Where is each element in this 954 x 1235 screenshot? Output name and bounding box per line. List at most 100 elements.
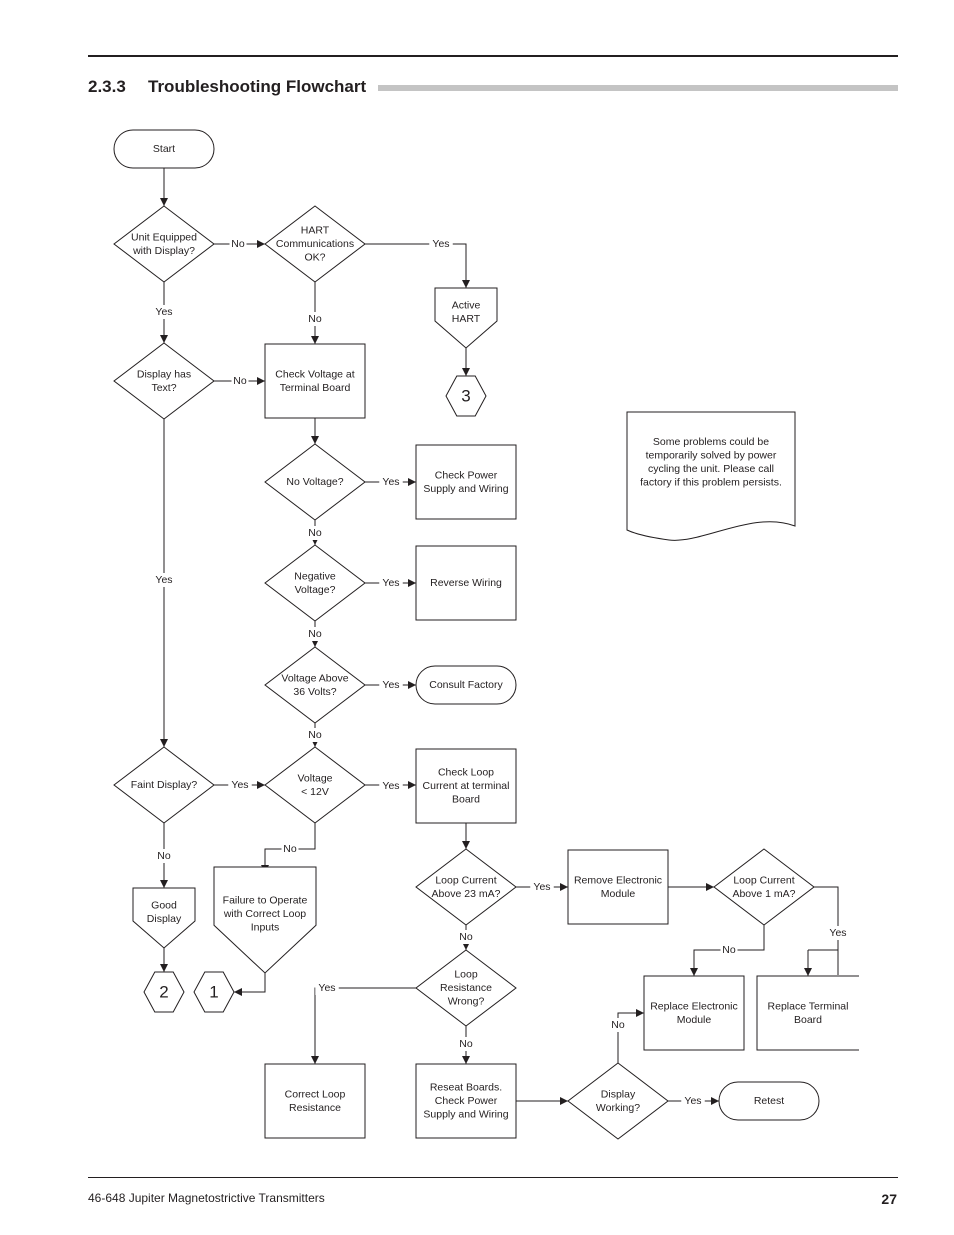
check-loop-label-1: Check Loop <box>438 767 494 779</box>
display-working-label-1: Display <box>601 1088 636 1100</box>
reseat-boards-label-1: Reseat Boards. <box>430 1082 502 1094</box>
edge-label-bg-16 <box>379 779 403 793</box>
retest-shape <box>718 1081 820 1121</box>
correct-loop-label-1: Correct Loop <box>285 1088 346 1100</box>
reverse-wiring-shape <box>415 545 517 621</box>
footer-rule <box>88 1177 898 1178</box>
edge-label-no-27: No <box>722 944 736 956</box>
edge-label-bg-13 <box>306 728 324 742</box>
unit-equipped-shape <box>113 205 215 283</box>
edge-label-yes-12: Yes <box>382 679 399 691</box>
edge-label-bg-24 <box>826 926 850 940</box>
heading-bar <box>378 85 898 91</box>
replace-terminal-label-1: Replace Terminal <box>768 1000 849 1012</box>
edge-label-bg-8 <box>379 475 403 489</box>
display-text-shape <box>113 342 215 420</box>
loop-above23-label-2: Above 23 mA? <box>432 888 501 900</box>
good-display-label-2: Display <box>147 913 182 925</box>
voltage-above-shape <box>264 646 366 724</box>
edge-label-bg-10 <box>379 576 403 590</box>
note-label-3: cycling the unit. Please call <box>648 463 774 475</box>
unit-equipped-label-1: Unit Equipped <box>131 231 197 243</box>
section-number: 2.3.3 <box>88 77 126 96</box>
loop-resistance-shape <box>415 949 517 1027</box>
edge-label-bg-26 <box>457 930 475 944</box>
edge-label-bg-33 <box>681 1094 705 1108</box>
good-display-label-1: Good <box>151 899 177 911</box>
voltage-lt12-shape <box>264 746 366 824</box>
edge-label-no-1: No <box>231 238 245 250</box>
replace-terminal-shape <box>756 975 859 1051</box>
edge-label-yes-24: Yes <box>829 927 846 939</box>
edge-label-bg-27 <box>720 943 738 957</box>
edge-label-no-30: No <box>459 1038 473 1050</box>
edge-label-yes-16: Yes <box>382 780 399 792</box>
check-power-label-2: Supply and Wiring <box>423 483 508 495</box>
note-label-1: Some problems could be <box>653 436 769 448</box>
check-loop-label-2: Current at terminal <box>423 780 510 792</box>
retest-label: Retest <box>754 1095 784 1107</box>
active-hart-shape <box>434 287 498 349</box>
neg-voltage-label-2: Voltage? <box>295 584 336 596</box>
check-power-shape <box>415 444 517 520</box>
edge-label-yes-33: Yes <box>684 1095 701 1107</box>
edge-label-bg-4 <box>152 305 176 319</box>
edge-label-no-11: No <box>308 628 322 640</box>
edge-2 <box>365 243 470 288</box>
replace-module-label-2: Module <box>677 1014 712 1026</box>
neg-voltage-shape <box>264 544 366 622</box>
edge-label-yes-15: Yes <box>231 779 248 791</box>
remove-module-label-2: Module <box>601 888 636 900</box>
display-text-label-1: Display has <box>137 368 191 380</box>
hart-ok-shape <box>264 205 366 283</box>
conn3-shape <box>445 375 487 417</box>
top-rule <box>88 55 898 57</box>
edge-20 <box>234 973 266 996</box>
hart-ok-label-1: HART <box>301 225 330 237</box>
note-label-2: temporarily solved by power <box>646 449 777 461</box>
good-display-shape <box>132 887 196 949</box>
footer-document: 46-648 Jupiter Magnetostrictive Transmit… <box>88 1191 325 1205</box>
edge-label-yes-29: Yes <box>318 982 335 994</box>
no-voltage-shape <box>264 443 366 521</box>
edge-label-bg-22 <box>530 880 554 894</box>
conn2-shape <box>143 971 185 1013</box>
reseat-boards-shape <box>415 1063 517 1139</box>
display-text-label-2: Text? <box>151 382 176 394</box>
voltage-lt12-label-1: Voltage <box>297 772 332 784</box>
edge-label-bg-9 <box>306 526 324 540</box>
check-voltage-label-1: Check Voltage at <box>275 368 354 380</box>
start-shape <box>113 129 215 169</box>
edge-label-no-18: No <box>283 843 297 855</box>
flowchart-shapes <box>113 129 859 1140</box>
loop-above23-label-1: Loop Current <box>435 874 496 886</box>
voltage-above-label-2: 36 Volts? <box>293 686 336 698</box>
check-power-label-1: Check Power <box>435 469 498 481</box>
edge-label-no-5: No <box>308 313 322 325</box>
hart-ok-label-3: OK? <box>304 252 325 264</box>
edge-label-no-6: No <box>233 375 247 387</box>
faint-display-label: Faint Display? <box>131 779 198 791</box>
loop-above1-label-2: Above 1 mA? <box>732 888 795 900</box>
correct-loop-label-2: Resistance <box>289 1102 341 1114</box>
edge-label-bg-5 <box>306 312 324 326</box>
consult-factory-shape <box>415 665 517 705</box>
section-title: Troubleshooting Flowchart <box>148 77 367 96</box>
edge-label-no-32: No <box>611 1019 625 1031</box>
edge-label-yes-8: Yes <box>382 476 399 488</box>
loop-above1-label-1: Loop Current <box>733 874 794 886</box>
neg-voltage-label-1: Negative <box>294 570 336 582</box>
check-voltage-shape <box>264 343 366 419</box>
check-loop-label-3: Board <box>452 794 480 806</box>
remove-module-shape <box>567 849 669 925</box>
edge-label-bg-32 <box>609 1018 627 1032</box>
failure-operate-label-3: Inputs <box>251 922 280 934</box>
conn2-label: 2 <box>159 983 168 1002</box>
loop-above23-shape <box>415 848 517 926</box>
failure-operate-shape <box>213 866 317 974</box>
edge-label-no-17: No <box>157 850 171 862</box>
note-shape <box>626 411 796 541</box>
edge-label-no-9: No <box>308 527 322 539</box>
loop-resistance-label-3: Wrong? <box>448 996 485 1008</box>
